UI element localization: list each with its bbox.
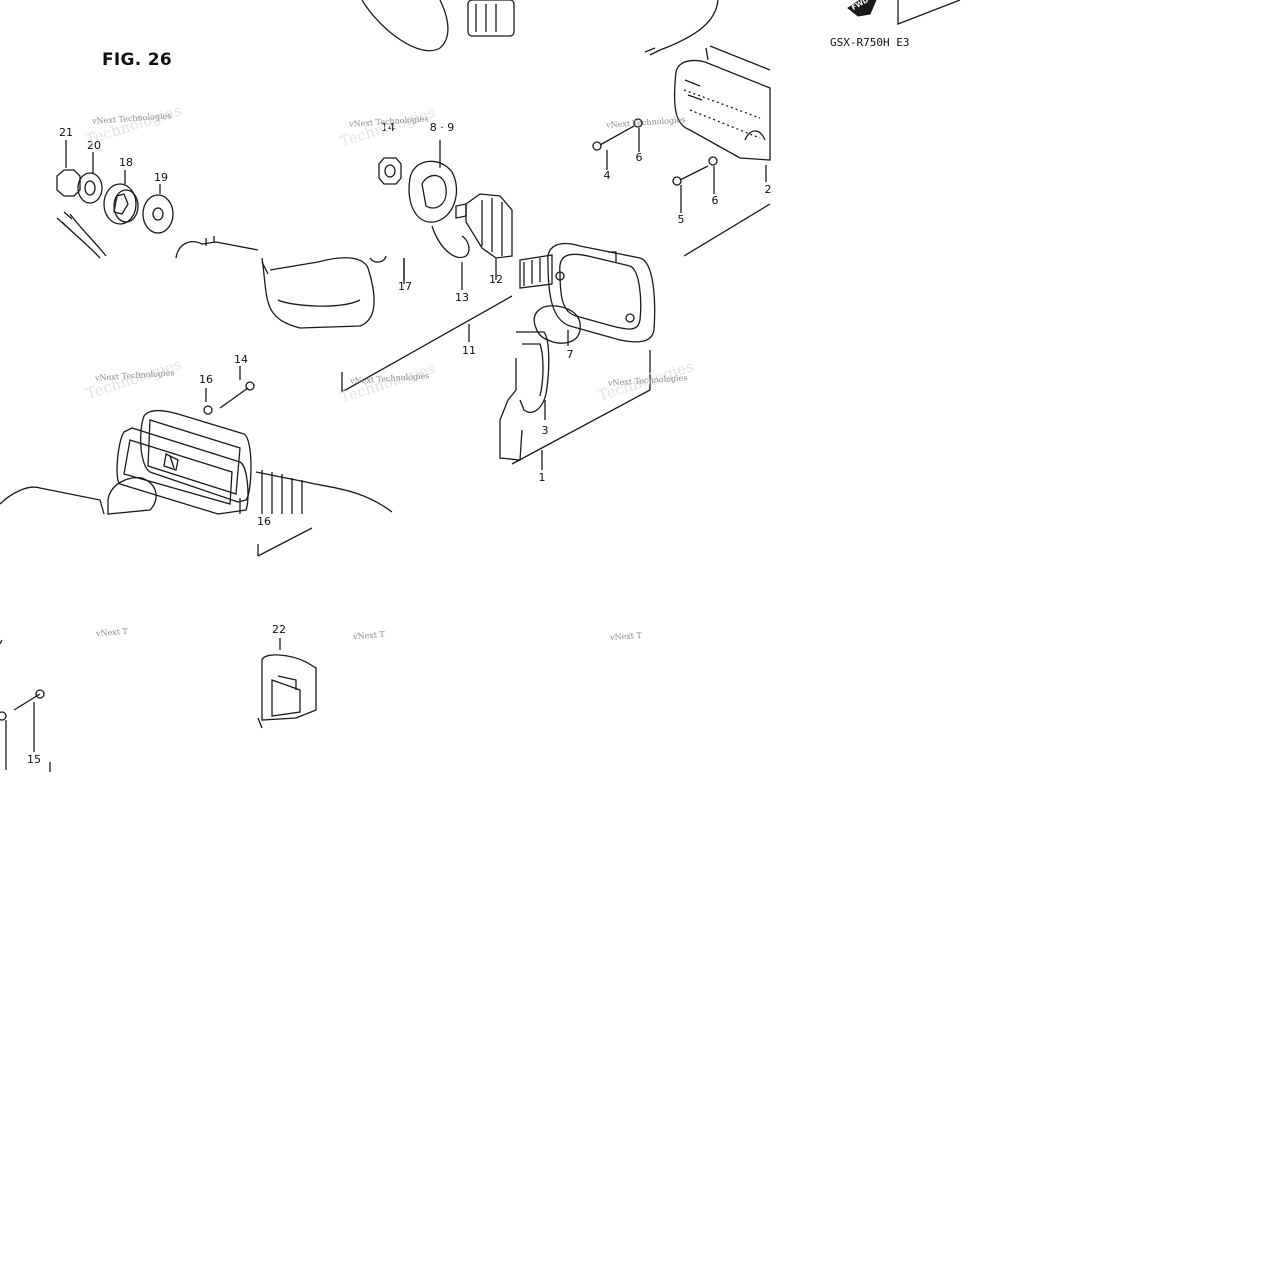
- grommet-18: [103, 183, 137, 225]
- callout-14-top: 14: [381, 121, 395, 134]
- left-lens-gasket: [116, 427, 249, 515]
- callout-2: 2: [764, 183, 772, 196]
- callout-20: 20: [87, 139, 101, 152]
- nut-10: [378, 157, 402, 185]
- bulb-7: [533, 305, 581, 344]
- callout-4: 4: [603, 169, 611, 182]
- left-lamp-housing: [261, 257, 375, 329]
- callout-16-a: 16: [199, 373, 213, 386]
- plate-19: [142, 194, 174, 234]
- bulb-socket-left: [107, 477, 157, 515]
- top-wire: [659, 0, 719, 51]
- callout-16-b: 16: [257, 515, 271, 528]
- socket: [519, 254, 553, 289]
- left-lens: [139, 409, 252, 503]
- callout-11: 11: [462, 344, 476, 357]
- bracket-3: [516, 331, 550, 413]
- wire-13: [431, 225, 470, 259]
- center-lamp-housing: [547, 242, 656, 343]
- callout-13: 13: [455, 291, 469, 304]
- screw-4: [599, 125, 635, 146]
- ref-line-11: [341, 295, 513, 393]
- callout-5: 5: [677, 213, 685, 226]
- screw-5: [679, 165, 709, 181]
- callout-1: 1: [538, 471, 546, 484]
- callout-21: 21: [59, 126, 73, 139]
- washer-20: [77, 172, 103, 204]
- callout-6-a: 6: [635, 151, 643, 164]
- washer-16: [203, 405, 213, 415]
- stem-12: [455, 203, 467, 219]
- fwd-arrow-icon: [847, 0, 877, 17]
- callout-15: 15: [27, 753, 41, 766]
- callout-8-9: 8 · 9: [429, 121, 455, 134]
- left-wire-leads: [61, 213, 107, 259]
- figure-title: FIG. 26: [102, 50, 173, 70]
- relay-22: [261, 654, 317, 721]
- callout-7: 7: [566, 348, 574, 361]
- body-1: [499, 358, 523, 461]
- callout-12: 12: [489, 273, 503, 286]
- callout-17: 17: [398, 280, 412, 293]
- top-connector: [467, 0, 515, 37]
- screw-15: [13, 693, 41, 711]
- right-turn-signal-lens: [673, 45, 771, 161]
- ref-line-16: [257, 527, 313, 557]
- ref-line-1: [511, 350, 651, 465]
- washer-6-a: [633, 118, 643, 128]
- left-lamp-stem: [175, 241, 259, 259]
- callout-3: 3: [541, 424, 549, 437]
- nut-21: [56, 169, 81, 197]
- bellows-left: [255, 471, 393, 513]
- model-label: GSX-R750H E3: [830, 36, 910, 49]
- bellows-12: [465, 193, 513, 259]
- callout-18: 18: [119, 156, 133, 169]
- washer-6-b: [708, 156, 718, 166]
- callout-6-b: 6: [711, 194, 719, 207]
- grommet-8-9: [408, 160, 458, 223]
- left-housing: [0, 486, 105, 515]
- ref-frame: [897, 0, 961, 25]
- screw-14: [219, 387, 249, 409]
- callout-14: 14: [234, 353, 248, 366]
- wire-loop: [361, 0, 449, 52]
- ref-line-2: [683, 203, 771, 257]
- callout-19: 19: [154, 171, 168, 184]
- callout-22: 22: [272, 623, 286, 636]
